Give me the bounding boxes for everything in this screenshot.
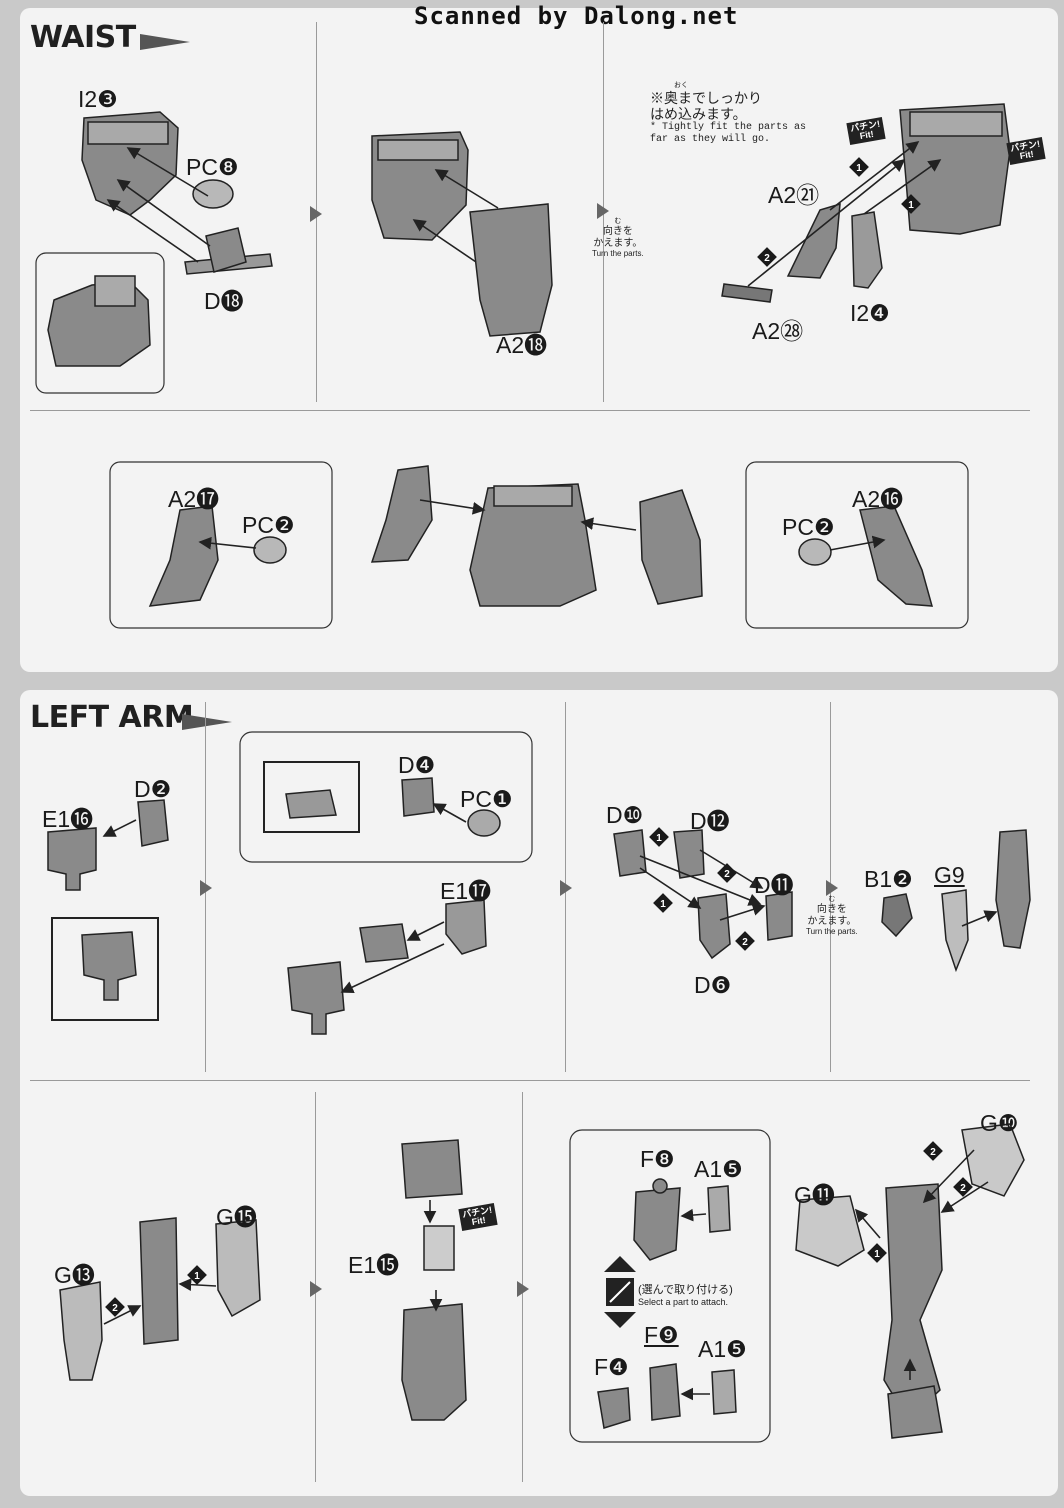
part-label-d-6: D❻ xyxy=(694,972,732,998)
svg-text:2: 2 xyxy=(112,1303,118,1314)
part-label-a2-28: A2㉘ xyxy=(752,318,804,344)
part-label-pc-8: PC❽ xyxy=(186,154,239,180)
left-arm-panel xyxy=(20,690,1058,1496)
left-arm-section-title: LEFT ARM xyxy=(30,700,194,735)
turn-parts-note: む 向きを かえます。 Turn the parts. xyxy=(806,896,858,937)
svg-text:2: 2 xyxy=(742,937,748,948)
part-label-f-8: F❽ xyxy=(640,1146,675,1172)
part-label-i2-3: I2❸ xyxy=(78,86,118,112)
part-label-d-4: D❹ xyxy=(398,752,436,778)
next-step-arrow-icon xyxy=(310,206,322,222)
turn-parts-note: む 向きを かえます。 Turn the parts. xyxy=(592,218,644,259)
part-label-d-2: D❷ xyxy=(134,776,172,802)
select-part-note: (選んで取り付ける) Select a part to attach. xyxy=(638,1284,733,1307)
svg-text:1: 1 xyxy=(856,163,862,174)
part-label-i2-4: I2❹ xyxy=(850,300,890,326)
svg-text:2: 2 xyxy=(930,1147,936,1158)
part-label-a2-21: A2㉑ xyxy=(768,182,820,208)
select-part-arrows-icon xyxy=(604,1256,636,1328)
svg-text:1: 1 xyxy=(656,833,662,844)
part-label-f-9: F❾ xyxy=(644,1322,679,1348)
part-label-e1-15: E1⓯ xyxy=(348,1252,400,1278)
part-label-a2-16: A2⓰ xyxy=(852,486,904,512)
next-step-arrow-icon xyxy=(560,880,572,896)
part-label-e1-16: E1⓰ xyxy=(42,806,94,832)
svg-text:1: 1 xyxy=(908,200,914,211)
svg-text:2: 2 xyxy=(724,869,730,880)
part-label-a2-18: A2⓲ xyxy=(496,332,548,358)
fit-tightly-note: おく ※奥までしっかり はめ込みます。 * Tightly fit the pa… xyxy=(650,82,807,145)
part-label-a1-5: A1❺ xyxy=(698,1336,747,1362)
part-label-g-10: G❿ xyxy=(980,1110,1019,1136)
part-label-d-10: D❿ xyxy=(606,802,644,828)
divider xyxy=(30,1080,1030,1081)
part-label-f-4: F❹ xyxy=(594,1354,629,1380)
left-arm-title-flag xyxy=(182,714,232,730)
next-step-arrow-icon xyxy=(200,880,212,896)
part-label-pc-2: PC❷ xyxy=(242,512,295,538)
part-label-pc-1: PC❶ xyxy=(460,786,513,812)
part-label-d-12: D⓬ xyxy=(690,808,730,834)
part-label-g-11: G⓫ xyxy=(794,1182,835,1208)
svg-text:1: 1 xyxy=(660,899,666,910)
svg-text:2: 2 xyxy=(960,1183,966,1194)
svg-text:2: 2 xyxy=(764,253,770,264)
part-label-e1-17: E1⓱ xyxy=(440,878,492,904)
part-label-g-13: G⓭ xyxy=(54,1262,95,1288)
part-label-a2-17: A2⓱ xyxy=(168,486,220,512)
next-step-arrow-icon xyxy=(517,1281,529,1297)
next-step-arrow-icon xyxy=(597,203,609,219)
part-label-d-18: D⓲ xyxy=(204,288,244,314)
part-label-pc-2: PC❷ xyxy=(782,514,835,540)
part-label-a1-5: A1❺ xyxy=(694,1156,743,1182)
waist-section-title: WAIST xyxy=(30,20,136,55)
svg-text:1: 1 xyxy=(874,1249,880,1260)
part-label-d-11: D⓫ xyxy=(754,872,794,898)
part-label-b1-2: B1❷ xyxy=(864,866,913,892)
svg-text:1: 1 xyxy=(194,1271,200,1282)
next-step-arrow-icon xyxy=(310,1281,322,1297)
scan-credit: Scanned by Dalong.net xyxy=(414,2,739,30)
waist-title-flag xyxy=(140,34,190,50)
part-label-g-15: G⓯ xyxy=(216,1204,257,1230)
next-step-arrow-icon xyxy=(826,880,838,896)
divider xyxy=(30,410,1030,411)
part-label-g-9: G9 xyxy=(934,862,965,888)
